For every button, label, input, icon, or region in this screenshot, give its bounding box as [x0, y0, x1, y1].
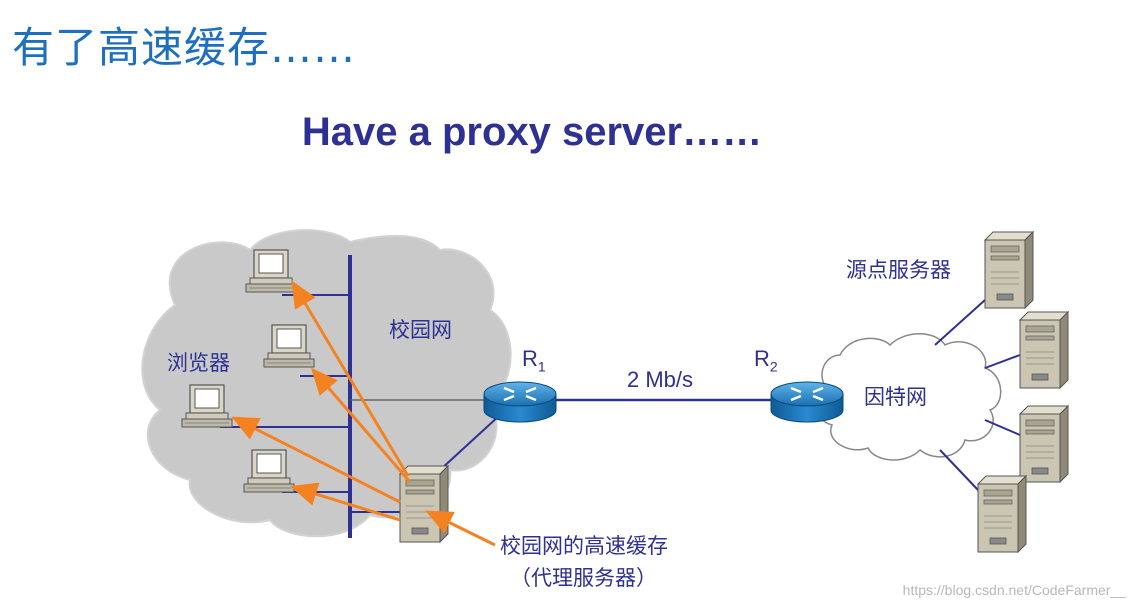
- router-r1-label: R1: [522, 346, 546, 374]
- subtitle-text: Have a proxy server……: [301, 110, 763, 154]
- watermark: https://blog.csdn.net/CodeFarmer__: [902, 582, 1126, 598]
- router-r1-sub: 1: [537, 358, 546, 375]
- origin-server-2: [1019, 311, 1069, 389]
- router-r1: [482, 380, 558, 424]
- router-r2: [769, 380, 845, 424]
- origin-server-3: [1019, 405, 1069, 483]
- browser-pc-4: [243, 449, 295, 493]
- slide-subtitle: Have a proxy server……: [0, 110, 1136, 155]
- browser-pc-2: [263, 324, 315, 368]
- origin-server-label: 源点服务器: [846, 258, 951, 282]
- browser-pc-3: [181, 384, 233, 428]
- cache-label-line1: 校园网的高速缓存: [500, 534, 668, 558]
- internet-label: 因特网: [864, 385, 927, 409]
- campus-network-label: 校园网: [389, 318, 452, 342]
- campus-cloud: [141, 229, 512, 538]
- slide-title: 有了高速缓存……: [12, 23, 357, 72]
- router-r2-label: R2: [754, 346, 778, 374]
- origin-server-1: [984, 231, 1034, 309]
- browsers-label: 浏览器: [167, 351, 230, 375]
- browser-pc-1: [245, 249, 297, 293]
- router-r1-name: R: [522, 346, 538, 371]
- origin-server-4: [977, 475, 1027, 553]
- cache-label-line2: （代理服务器）: [510, 566, 657, 590]
- router-r2-name: R: [754, 346, 770, 371]
- router-r2-sub: 2: [769, 358, 778, 375]
- link-speed-label: 2 Mb/s: [627, 367, 694, 392]
